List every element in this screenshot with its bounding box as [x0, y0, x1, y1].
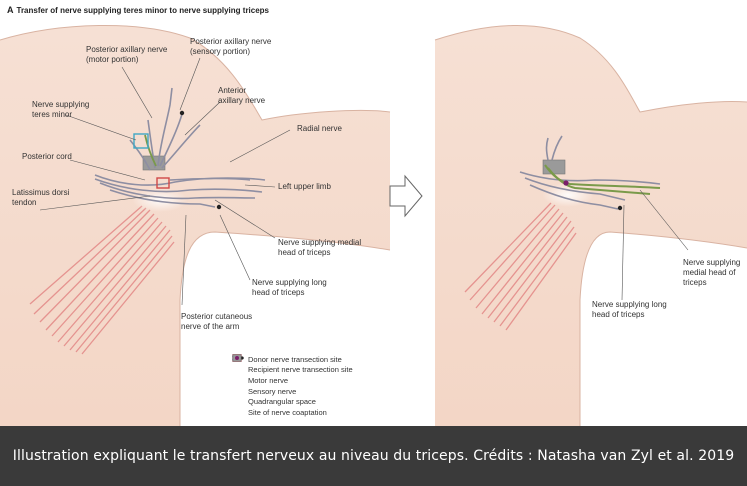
caption-text: Illustration expliquant le transfert ner…	[12, 447, 735, 464]
label-anterior-axillary: Anterior axillary nerve	[218, 86, 266, 105]
right-body-silhouette	[434, 24, 747, 426]
label-posterior-cord: Posterior cord	[22, 152, 72, 161]
label-radial-nerve: Radial nerve	[297, 124, 342, 133]
legend-row-coaptation: Site of nerve coaptation	[232, 356, 353, 418]
transition-arrow-icon	[389, 174, 423, 218]
caption-bar: Illustration expliquant le transfert ner…	[0, 426, 747, 486]
label-posterior-axillary-sensory: Posterior axillary nerve (sensory portio…	[190, 37, 272, 56]
sensory-nerve-icon	[232, 356, 244, 395]
label-posterior-axillary-motor: Posterior axillary nerve (motor portion)	[86, 45, 168, 64]
legend-label: Site of nerve coaptation	[248, 407, 327, 417]
legend-row-motor: Motor nerve	[232, 355, 353, 386]
figure-title-text: Transfer of nerve supplying teres minor …	[16, 6, 270, 15]
panel-letter: A	[7, 5, 14, 15]
label-right-long-head: Nerve supplying long head of triceps	[592, 300, 667, 319]
legend-row-quadrangular: Quadrangular space	[232, 354, 353, 407]
legend-label: Sensory nerve	[248, 386, 297, 396]
left-body-silhouette	[0, 25, 391, 426]
legend-row-recipient: Recipient nerve transection site	[232, 354, 353, 376]
label-latissimus: Latissimus dorsi tendon	[12, 188, 70, 207]
coaptation-dot-icon	[232, 356, 244, 416]
label-right-medial-head: Nerve supplying medial head of triceps	[683, 258, 741, 287]
label-posterior-cutaneous: Posterior cutaneous nerve of the arm	[181, 312, 253, 331]
legend-label: Donor nerve transection site	[248, 354, 342, 364]
label-medial-head: Nerve supplying medial head of triceps	[278, 238, 362, 257]
quadrangular-space-icon	[232, 354, 244, 406]
motor-nerve-icon	[232, 355, 244, 384]
label-long-head: Nerve supplying long head of triceps	[252, 278, 327, 297]
anatomy-drawing	[0, 24, 747, 426]
recipient-square-icon	[232, 354, 244, 374]
label-nerve-teres-minor: Nerve supplying teres minor	[32, 100, 90, 119]
legend-label: Recipient nerve transection site	[248, 365, 353, 375]
legend: Donor nerve transection site Recipient n…	[232, 354, 353, 418]
legend-row-sensory: Sensory nerve	[232, 356, 353, 397]
legend-row-donor: Donor nerve transection site	[232, 354, 353, 365]
label-left-upper-limb: Left upper limb	[278, 182, 331, 191]
legend-label: Motor nerve	[248, 375, 289, 385]
legend-label: Quadrangular space	[248, 397, 316, 407]
